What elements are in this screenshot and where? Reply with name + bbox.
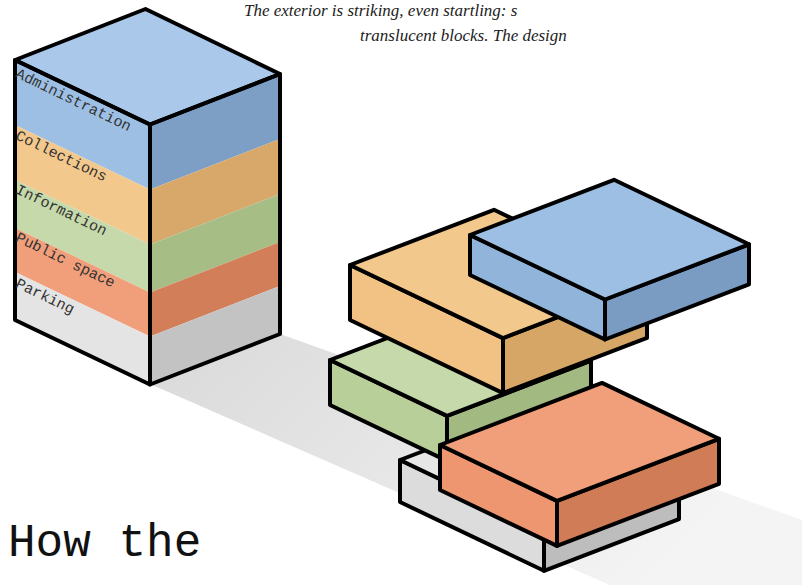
heading: How the <box>8 518 201 570</box>
caption-text: The exterior is striking, even startling… <box>244 1 517 21</box>
block-top <box>470 180 749 300</box>
band-face <box>150 286 280 385</box>
caption-text: translucent blocks. The design <box>360 26 567 46</box>
floor-band: Parking <box>13 276 77 319</box>
block-top <box>15 9 280 125</box>
band-label: Parking <box>13 276 77 319</box>
floor-band: Information <box>13 182 110 240</box>
band-label: Collections <box>13 128 110 186</box>
floor-band: Collections <box>13 128 110 186</box>
block-top <box>440 383 719 501</box>
stacked-block <box>15 9 280 385</box>
block-outline <box>150 74 280 385</box>
band-label: Administration <box>13 66 134 136</box>
floor-band: Administration <box>13 66 134 136</box>
band-label: Information <box>13 182 110 240</box>
staggered-blocks <box>330 180 749 571</box>
